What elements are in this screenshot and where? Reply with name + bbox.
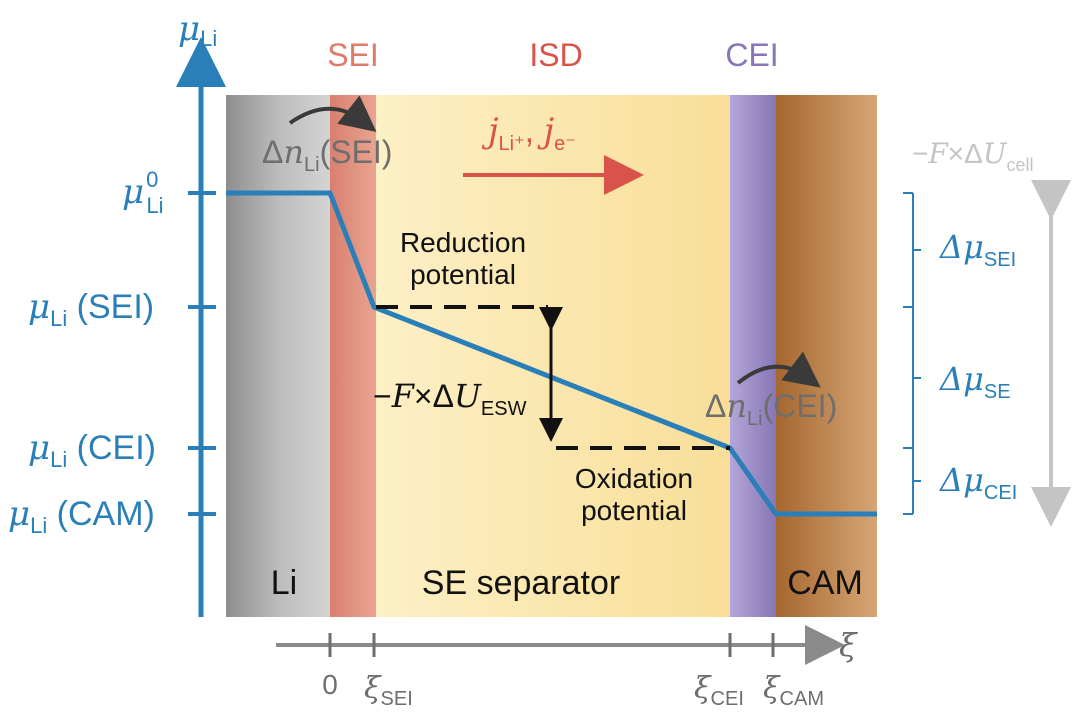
isd-top-label: ISD: [529, 37, 582, 73]
y-tick-label-cei: μLi (CEI): [28, 428, 156, 472]
delta-mu-se: ΔμSE: [938, 360, 1011, 403]
cell-voltage-label: −F×ΔUcell: [912, 137, 1033, 175]
y-tick-label-cam: μLi (CAM): [8, 494, 155, 538]
x-axis-label: ξ: [839, 626, 858, 664]
dn-sei-label: ΔnLi(SEI): [262, 133, 392, 176]
curved-arrow-icon: [288, 95, 377, 132]
delta-mu-cei: ΔμCEI: [938, 461, 1017, 504]
dn-cei-label: ΔnLi(CEI): [705, 387, 837, 430]
x-tick-label-cei: ξCEI: [694, 671, 744, 710]
separator-region-label: SE separator: [422, 564, 620, 602]
y-tick-label-sei: μLi (SEI): [28, 287, 154, 331]
x-tick-label-sei: ξSEI: [364, 671, 413, 710]
y-ticks: [188, 191, 216, 516]
region-li: [226, 95, 330, 617]
li-region-label: Li: [271, 564, 297, 602]
x-tick-label-0: 0: [322, 669, 338, 700]
x-tick-label-cam: ξCAM: [763, 671, 824, 710]
region-cei: [730, 95, 776, 617]
cam-region-label: CAM: [787, 564, 863, 602]
delta-mu-brackets: [903, 192, 921, 515]
x-ticks: [328, 633, 775, 657]
delta-mu-sei: ΔμSEI: [938, 228, 1016, 271]
region-cam: [776, 95, 877, 617]
sei-top-label: SEI: [327, 37, 379, 73]
cei-top-label: CEI: [725, 37, 778, 73]
y-axis-label: μLi: [178, 9, 217, 51]
esw-label: −F×ΔUESW: [373, 377, 527, 420]
curved-arrow-icon: [736, 351, 821, 388]
region-sei: [330, 95, 376, 617]
